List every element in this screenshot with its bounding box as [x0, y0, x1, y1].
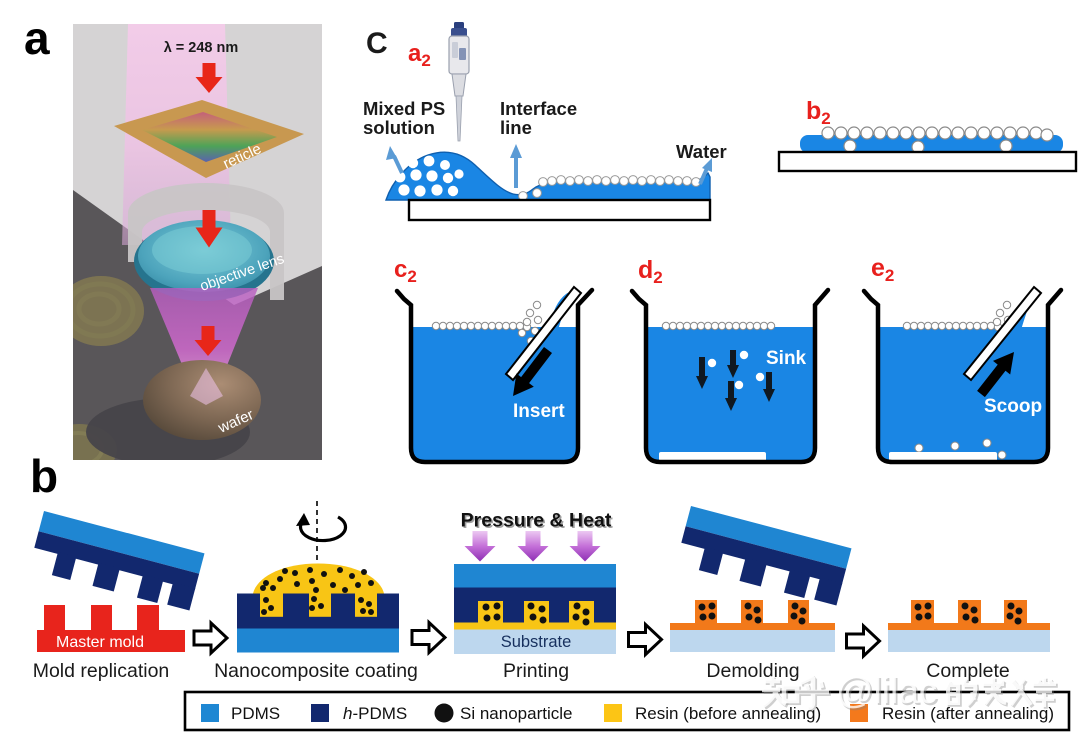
- svg-text:Resin (after annealing): Resin (after annealing): [882, 704, 1054, 723]
- svg-text:λ = 248 nm: λ = 248 nm: [164, 40, 239, 56]
- svg-text:Printing: Printing: [503, 660, 569, 682]
- svg-text:a: a: [24, 12, 50, 64]
- svg-text:h-PDMS: h-PDMS: [343, 704, 407, 723]
- svg-text:Insert: Insert: [513, 401, 565, 422]
- svg-text:Mold replication: Mold replication: [33, 660, 170, 682]
- svg-text:Pressure & Heat: Pressure & Heat: [461, 510, 612, 532]
- svg-text:Scoop: Scoop: [984, 396, 1042, 417]
- svg-text:line: line: [500, 117, 532, 138]
- svg-text:Si nanoparticle: Si nanoparticle: [460, 704, 572, 723]
- svg-text:Mixed PS: Mixed PS: [363, 98, 445, 119]
- svg-text:Substrate: Substrate: [501, 633, 572, 651]
- svg-text:Nanocomposite coating: Nanocomposite coating: [214, 660, 418, 682]
- svg-text:Demolding: Demolding: [706, 660, 799, 682]
- svg-text:solution: solution: [363, 117, 435, 138]
- svg-text:Complete: Complete: [926, 660, 1009, 682]
- svg-text:c2: c2: [394, 256, 417, 286]
- svg-text:@lilac: @lilac: [838, 672, 939, 713]
- svg-text:a2: a2: [408, 40, 431, 70]
- svg-text:d2: d2: [638, 256, 663, 287]
- svg-text:@lilac: @lilac: [836, 670, 937, 711]
- svg-text:Master mold: Master mold: [56, 634, 144, 651]
- svg-text:e2: e2: [871, 254, 894, 285]
- svg-text:b: b: [30, 450, 58, 502]
- svg-text:PDMS: PDMS: [231, 704, 280, 723]
- svg-text:Pressure & Heat: Pressure & Heat: [462, 511, 613, 533]
- svg-text:Interface: Interface: [500, 98, 577, 119]
- svg-text:Water: Water: [676, 141, 727, 162]
- svg-text:b2: b2: [806, 97, 831, 128]
- svg-text:Resin (before annealing): Resin (before annealing): [635, 704, 821, 723]
- svg-text:C: C: [366, 27, 388, 60]
- svg-text:Sink: Sink: [766, 348, 807, 369]
